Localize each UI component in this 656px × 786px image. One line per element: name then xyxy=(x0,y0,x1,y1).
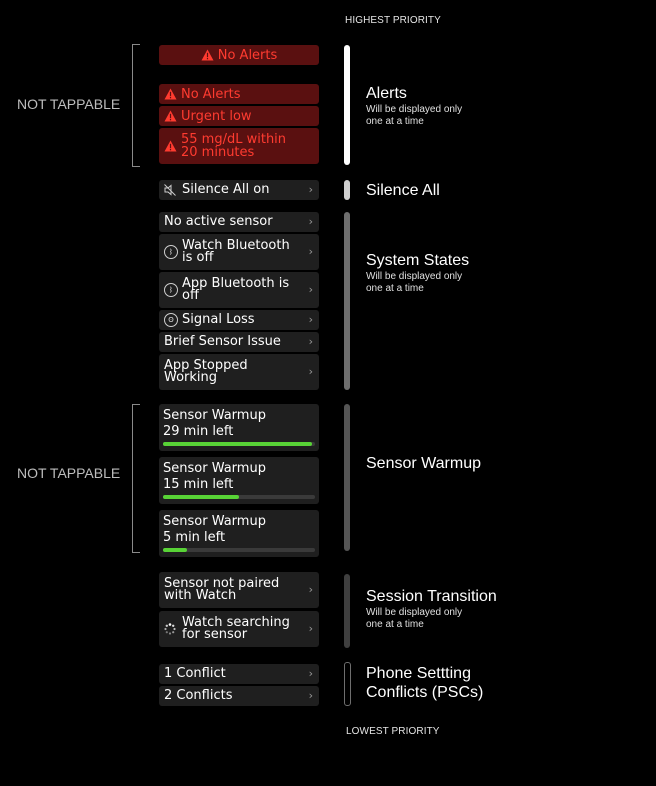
system-state-signal-loss[interactable]: ʘ Signal Loss › xyxy=(159,310,319,330)
warmup-cell-5: Sensor Warmup 5 min left xyxy=(159,510,319,557)
alert-text: Urgent low xyxy=(181,108,252,124)
section-title-alerts: Alerts xyxy=(366,85,407,102)
chevron-right-icon: › xyxy=(308,282,313,296)
conflict-cell-2[interactable]: 2 Conflicts › xyxy=(159,686,319,706)
system-state-label: No active sensor xyxy=(164,213,273,229)
system-state-app-bluetooth-off[interactable]: ᛒ App Bluetooth is off › xyxy=(159,272,319,308)
chevron-right-icon: › xyxy=(308,182,313,196)
progress-track xyxy=(163,548,315,552)
system-state-label: Signal Loss xyxy=(182,311,255,327)
bracket-alerts xyxy=(132,44,140,167)
warmup-line2: 29 min left xyxy=(163,424,234,439)
warmup-cell-15: Sensor Warmup 15 min left xyxy=(159,457,319,504)
system-state-label: Watch Bluetooth is off xyxy=(182,237,290,265)
system-state-brief-sensor-issue[interactable]: Brief Sensor Issue › xyxy=(159,332,319,352)
warmup-cell-29: Sensor Warmup 29 min left xyxy=(159,404,319,451)
section-subtitle-system-states: Will be displayed only one at a time xyxy=(366,271,463,294)
lowest-priority-label: LOWEST PRIORITY xyxy=(346,726,440,737)
priority-bar-system-states xyxy=(344,212,350,390)
progress-track xyxy=(163,495,315,499)
progress-fill xyxy=(163,548,188,552)
session-label: Sensor not paired with Watch xyxy=(164,575,280,603)
progress-track xyxy=(163,442,315,446)
system-state-label: App Bluetooth is off xyxy=(182,275,290,303)
conflict-cell-1[interactable]: 1 Conflict › xyxy=(159,664,319,684)
warning-icon xyxy=(164,110,177,122)
priority-bar-silence xyxy=(344,180,350,200)
chevron-right-icon: › xyxy=(308,582,313,596)
loading-spinner-icon xyxy=(164,623,176,635)
alert-cell-no-alerts: No Alerts xyxy=(159,84,319,104)
not-tappable-label-warmup: NOT TAPPABLE xyxy=(17,465,121,481)
warmup-line1: Sensor Warmup xyxy=(163,461,266,476)
alert-cell-predicted-low: 55 mg/dL within 20 minutes xyxy=(159,128,319,164)
bluetooth-off-icon: ᛒ xyxy=(164,283,178,297)
section-subtitle-session-transition: Will be displayed only one at a time xyxy=(366,607,463,630)
system-state-app-stopped-working[interactable]: App Stopped Working › xyxy=(159,354,319,390)
bracket-warmup xyxy=(132,404,140,553)
warning-icon xyxy=(164,140,177,152)
alert-cell-urgent-low: Urgent low xyxy=(159,106,319,126)
progress-fill xyxy=(163,442,312,446)
warmup-line1: Sensor Warmup xyxy=(163,408,266,423)
signal-loss-icon: ʘ xyxy=(164,313,178,327)
system-state-label: App Stopped Working xyxy=(164,357,248,385)
conflict-label: 2 Conflicts xyxy=(164,687,233,703)
bluetooth-off-icon: ᛒ xyxy=(164,245,178,259)
progress-fill xyxy=(163,495,239,499)
section-title-sensor-warmup: Sensor Warmup xyxy=(366,455,481,472)
chevron-right-icon: › xyxy=(308,364,313,378)
chevron-right-icon: › xyxy=(308,244,313,258)
session-sensor-not-paired[interactable]: Sensor not paired with Watch › xyxy=(159,572,319,608)
section-title-silence-all: Silence All xyxy=(366,182,440,199)
chevron-right-icon: › xyxy=(308,334,313,348)
alert-text: No Alerts xyxy=(217,47,278,63)
chevron-right-icon: › xyxy=(308,621,313,635)
silence-all-label: Silence All on xyxy=(182,181,270,197)
session-watch-searching[interactable]: Watch searching for sensor › xyxy=(159,611,319,647)
section-title-psc: Phone Settting Conflicts (PSCs) xyxy=(366,665,484,701)
chevron-right-icon: › xyxy=(308,688,313,702)
warmup-line2: 15 min left xyxy=(163,477,234,492)
alert-cell-no-alerts-top: No Alerts xyxy=(159,45,319,65)
priority-bar-conflicts xyxy=(344,662,351,706)
priority-bar-warmup xyxy=(344,404,350,551)
warmup-line2: 5 min left xyxy=(163,530,226,545)
section-title-system-states: System States xyxy=(366,252,470,269)
alert-text: 55 mg/dL within 20 minutes xyxy=(181,132,287,160)
warning-icon xyxy=(201,49,214,61)
warning-icon xyxy=(164,88,177,100)
system-state-no-active-sensor[interactable]: No active sensor › xyxy=(159,212,319,232)
section-title-session-transition: Session Transition xyxy=(366,588,497,605)
priority-bar-session xyxy=(344,574,350,648)
highest-priority-label: HIGHEST PRIORITY xyxy=(345,15,441,26)
chevron-right-icon: › xyxy=(308,312,313,326)
conflict-label: 1 Conflict xyxy=(164,665,226,681)
chevron-right-icon: › xyxy=(308,666,313,680)
system-state-watch-bluetooth-off[interactable]: ᛒ Watch Bluetooth is off › xyxy=(159,234,319,270)
section-subtitle-alerts: Will be displayed only one at a time xyxy=(366,104,463,127)
alert-text: No Alerts xyxy=(181,86,241,102)
priority-bar-alerts xyxy=(344,45,350,165)
silence-all-cell[interactable]: Silence All on › xyxy=(159,180,319,200)
chevron-right-icon: › xyxy=(308,214,313,228)
system-state-label: Brief Sensor Issue xyxy=(164,333,281,349)
warmup-line1: Sensor Warmup xyxy=(163,514,266,529)
session-label: Watch searching for sensor xyxy=(182,614,290,642)
not-tappable-label-alerts: NOT TAPPABLE xyxy=(17,96,121,112)
speaker-muted-icon xyxy=(164,184,176,196)
